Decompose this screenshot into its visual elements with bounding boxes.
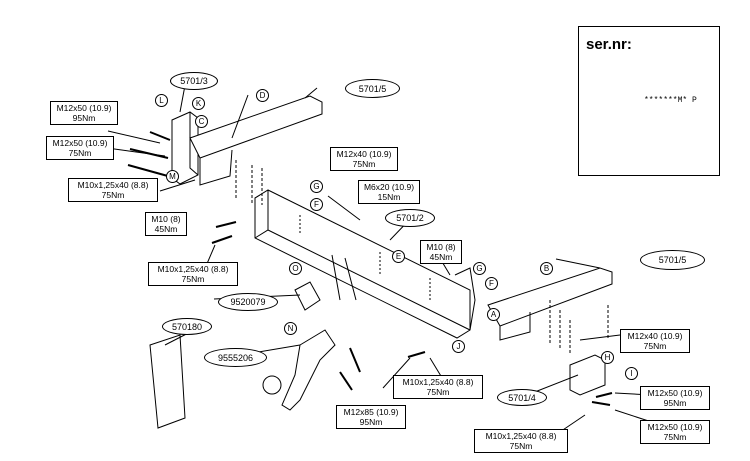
bolt-size: M12x50 (10.9) bbox=[52, 138, 108, 148]
torque: 75Nm bbox=[643, 341, 667, 351]
callout-A: A bbox=[487, 308, 500, 321]
callout-D: D bbox=[256, 89, 269, 102]
part-5701-4: 5701/4 bbox=[497, 389, 547, 406]
bolt-size: M6x20 (10.9) bbox=[363, 182, 415, 192]
torque: 95Nm bbox=[72, 113, 96, 123]
torque: 75Nm bbox=[352, 159, 376, 169]
callout-O: O bbox=[289, 262, 302, 275]
bolt-spec: M6x20 (10.9)15Nm bbox=[358, 180, 420, 204]
bolt-spec: M12x50 (10.9)75Nm bbox=[640, 420, 710, 444]
bolt-size: M10 (8) bbox=[426, 242, 456, 252]
bolt-spec: M12x50 (10.9)95Nm bbox=[640, 386, 710, 410]
right-bracket bbox=[569, 354, 606, 396]
torque: 95Nm bbox=[359, 417, 383, 427]
torque: 15Nm bbox=[377, 192, 401, 202]
mounting-plate bbox=[149, 334, 186, 429]
bolt-spec: M10 (8)45Nm bbox=[420, 240, 462, 264]
callout-L: L bbox=[155, 94, 168, 107]
bolt-size: M12x40 (10.9) bbox=[336, 149, 392, 159]
bolt-size: M12x50 (10.9) bbox=[56, 103, 112, 113]
left-arm bbox=[189, 95, 323, 159]
part-570180: 570180 bbox=[162, 318, 212, 335]
bolt-spec: M10 (8)45Nm bbox=[145, 212, 187, 236]
torque: 75Nm bbox=[181, 274, 205, 284]
torque: 75Nm bbox=[509, 441, 533, 451]
callout-I: I bbox=[625, 367, 638, 380]
callout-F-right: F bbox=[485, 277, 498, 290]
bolt-size: M10 (8) bbox=[151, 214, 181, 224]
bolt-spec: M10x1,25x40 (8.8)75Nm bbox=[393, 375, 483, 399]
callout-F-left: F bbox=[310, 198, 323, 211]
part-5701-5-top: 5701/5 bbox=[345, 79, 400, 98]
callout-G-left: G bbox=[310, 180, 323, 193]
callout-M: M bbox=[166, 170, 179, 183]
callout-E: E bbox=[392, 250, 405, 263]
bolt-size: M10x1,25x40 (8.8) bbox=[157, 264, 229, 274]
bolt-size: M10x1,25x40 (8.8) bbox=[402, 377, 474, 387]
serial-number-warning-box bbox=[578, 26, 720, 176]
callout-K: K bbox=[192, 97, 205, 110]
bolt-spec: M12x85 (10.9)95Nm bbox=[336, 405, 406, 429]
torque: 75Nm bbox=[663, 432, 687, 442]
callout-B: B bbox=[540, 262, 553, 275]
bolt-size: M10x1,25x40 (8.8) bbox=[77, 180, 149, 190]
torque: 75Nm bbox=[101, 190, 125, 200]
bolt-spec: M12x50 (10.9)75Nm bbox=[46, 136, 114, 160]
bolt-size: M12x50 (10.9) bbox=[647, 422, 703, 432]
bolt-spec: M12x40 (10.9)75Nm bbox=[620, 329, 690, 353]
tow-ball-neck bbox=[281, 329, 336, 411]
bolt-size: M10x1,25x40 (8.8) bbox=[485, 431, 557, 441]
part-9555206: 9555206 bbox=[204, 348, 267, 367]
part-5701-5-right: 5701/5 bbox=[640, 250, 705, 270]
socket-bracket bbox=[294, 281, 321, 311]
torque: 45Nm bbox=[429, 252, 453, 262]
bolt-spec: M12x40 (10.9)75Nm bbox=[330, 147, 398, 171]
callout-J: J bbox=[452, 340, 465, 353]
callout-H: H bbox=[601, 351, 614, 364]
bolt-spec: M12x50 (10.9)95Nm bbox=[50, 101, 118, 125]
part-5701-3: 5701/3 bbox=[170, 72, 218, 90]
right-arm bbox=[487, 267, 613, 327]
callout-G-right: G bbox=[473, 262, 486, 275]
bolt-spec: M10x1,25x40 (8.8)75Nm bbox=[474, 429, 568, 453]
bolt-size: M12x85 (10.9) bbox=[343, 407, 399, 417]
bolt-spec: M10x1,25x40 (8.8)75Nm bbox=[68, 178, 158, 202]
part-9520079: 9520079 bbox=[218, 293, 278, 311]
torque: 95Nm bbox=[663, 398, 687, 408]
serial-code-text: *******M* P bbox=[644, 96, 697, 105]
torque: 75Nm bbox=[68, 148, 92, 158]
bolt-size: M12x40 (10.9) bbox=[627, 331, 683, 341]
callout-N: N bbox=[284, 322, 297, 335]
callout-C: C bbox=[195, 115, 208, 128]
tow-ball bbox=[262, 375, 282, 395]
bolt-size: M12x50 (10.9) bbox=[647, 388, 703, 398]
torque: 75Nm bbox=[426, 387, 450, 397]
serial-number-label: ser.nr: bbox=[586, 36, 632, 53]
part-5701-2: 5701/2 bbox=[385, 209, 435, 227]
torque: 45Nm bbox=[154, 224, 178, 234]
crossbar bbox=[254, 189, 471, 339]
bolt-spec: M10x1,25x40 (8.8)75Nm bbox=[148, 262, 238, 286]
